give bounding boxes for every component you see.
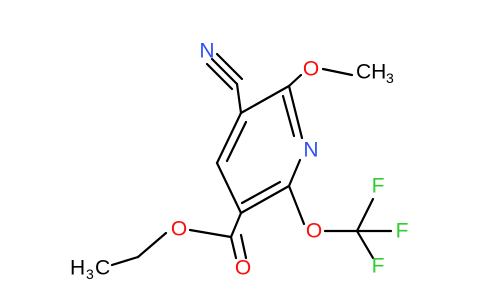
bond-cf3-f-top [355, 197, 375, 233]
nitrile-n-label: N [199, 40, 214, 63]
bond-c3-c2 [239, 84, 291, 115]
bond-nitrile-3 [215, 52, 244, 81]
bond-c2-o [287, 73, 303, 88]
bond-c6-o [287, 184, 306, 226]
ring-n-label: N [303, 139, 318, 162]
ethyl-h-label: H [70, 257, 85, 280]
bond-n1-c6 [287, 158, 302, 188]
fluorine-right-label: F [396, 220, 409, 243]
bond-c2-n1 [287, 84, 304, 140]
bond-ethyl-ch2-ch3 [110, 255, 140, 267]
bond-nitrile-c3 [235, 82, 243, 115]
bond-c6-c5 [239, 184, 291, 215]
fluorine-bottom-label: F [372, 255, 385, 278]
methyl-subscript: 3 [386, 70, 394, 86]
bond-c6-c5-inner [240, 180, 282, 205]
bond-carbonyl-double-2 [239, 233, 248, 260]
bond-cf3-f-bottom [355, 229, 375, 260]
bond-c4-c3-inner [225, 120, 248, 163]
bond-c4-c3 [215, 111, 243, 165]
bond-carbonyl-o-ester [188, 228, 233, 239]
bond-carbonyl-double-1 [229, 235, 238, 260]
fluorine-top-label: F [372, 175, 385, 198]
bond-c5-c4 [215, 161, 243, 215]
ethyl-c-label: C [95, 257, 110, 280]
ethyl-subscript: 3 [86, 266, 94, 282]
bond-o-ch3 [321, 67, 354, 77]
atom-labels: N N O CH 3 O F F F O O H 3 C [70, 40, 408, 283]
bond-c2-n1-inner [281, 94, 296, 138]
bond-c5-carbonyl-c [229, 211, 243, 239]
methyl-label: CH [356, 61, 386, 84]
ocf3-o-label: O [306, 220, 322, 243]
bonds [110, 52, 393, 267]
carbonyl-o-label: O [235, 257, 251, 280]
ester-o-label: O [171, 218, 187, 241]
bond-nitrile-1 [210, 57, 239, 86]
methoxy-o-label: O [303, 58, 319, 81]
bond-o-ethyl-ch2 [136, 231, 168, 259]
bond-nitrile-2 [205, 62, 234, 91]
